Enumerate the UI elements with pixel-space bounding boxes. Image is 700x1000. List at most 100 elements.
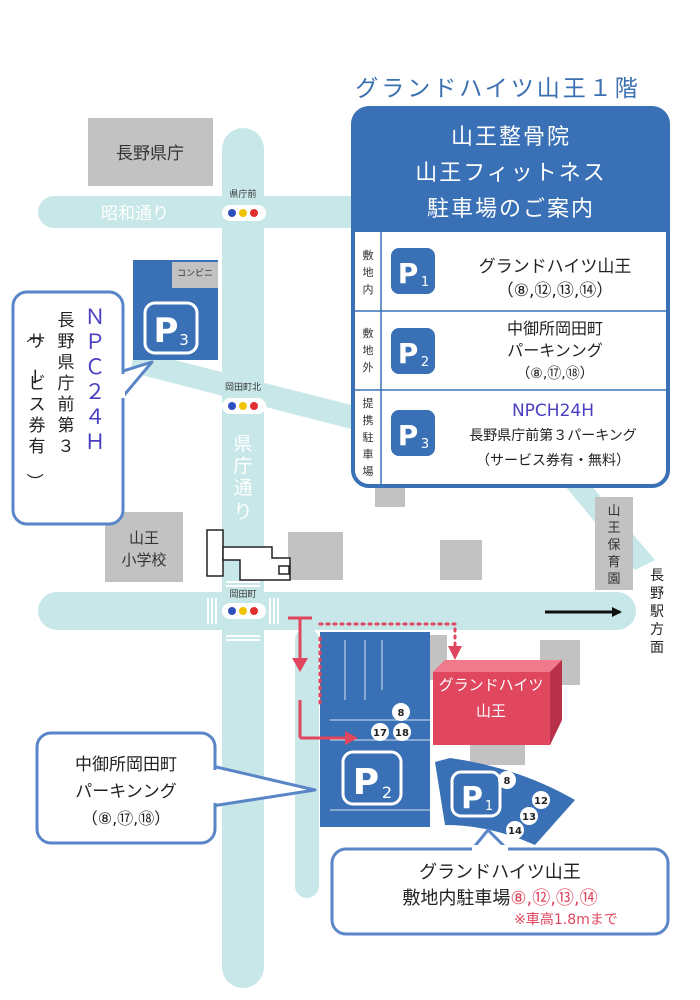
school-label: 小学校 bbox=[121, 551, 166, 569]
callout-nakagosho-line: パーキンング bbox=[75, 782, 177, 802]
vertical-char: ４ bbox=[85, 405, 106, 429]
callout-npc-line: （サービス券有） bbox=[24, 326, 46, 490]
info-title-line: 駐車場のご案内 bbox=[427, 197, 595, 222]
school-label: 山王 bbox=[129, 529, 159, 547]
callout-npc-line: ＮＰＣ２４Ｈ bbox=[85, 305, 106, 454]
grand-heights-building bbox=[433, 660, 562, 745]
row-name: （⑧,⑰,⑱） bbox=[516, 366, 593, 382]
svg-text:面: 面 bbox=[650, 640, 664, 656]
showa-dori-road bbox=[38, 196, 378, 228]
vertical-char: 有 bbox=[29, 437, 46, 457]
signal-okadamachi-kita-label: 岡田町北 bbox=[225, 382, 261, 393]
svg-text:保: 保 bbox=[607, 538, 620, 553]
info-title-line: 山王整骨院 bbox=[451, 125, 571, 150]
svg-text:地: 地 bbox=[363, 266, 374, 279]
callout-npc-line: 長野県庁前第３ bbox=[58, 311, 75, 457]
svg-text:3: 3 bbox=[179, 331, 189, 349]
signal-okadamachi-label: 岡田町 bbox=[229, 589, 256, 600]
svg-text:外: 外 bbox=[363, 361, 374, 374]
p2-badge: P 2 bbox=[391, 328, 435, 374]
svg-text:方: 方 bbox=[650, 622, 664, 638]
kencho-dori-char: り bbox=[233, 501, 252, 523]
svg-text:P: P bbox=[154, 311, 179, 351]
kencho-dori-char: 通 bbox=[233, 477, 252, 499]
nursery-label: 山 王 保 育 園 bbox=[607, 504, 620, 587]
vertical-char: 前 bbox=[58, 395, 75, 415]
okadamachi-road bbox=[38, 592, 636, 630]
svg-text:敷: 敷 bbox=[363, 326, 374, 340]
kencho-dori-char: 庁 bbox=[233, 455, 252, 477]
svg-text:1: 1 bbox=[485, 799, 493, 814]
svg-text:提: 提 bbox=[363, 397, 374, 410]
info-title-line: 山王フィットネス bbox=[415, 161, 607, 186]
svg-text:P: P bbox=[353, 762, 379, 803]
row-name-npc: NPCH24H bbox=[512, 401, 594, 421]
vertical-char: Ｈ bbox=[85, 430, 106, 454]
school-outline bbox=[206, 529, 291, 581]
callout-grand-title: グランドハイツ山王 bbox=[419, 862, 581, 883]
vertical-char: サ bbox=[29, 332, 46, 352]
prefectural-office-building bbox=[88, 118, 213, 186]
space-number: 12 bbox=[534, 796, 548, 807]
route-to-p2 bbox=[288, 616, 358, 745]
info-row-p1: 敷 地 内 P 1 グランドハイツ山王 （⑧,⑫,⑬,⑭） bbox=[363, 248, 632, 301]
vertical-char: ２ bbox=[85, 380, 106, 404]
prefectural-office-label: 長野県庁 bbox=[116, 144, 184, 164]
row-name: 中御所岡田町 bbox=[507, 319, 603, 338]
svg-text:P: P bbox=[398, 257, 419, 290]
svg-text:P: P bbox=[398, 337, 419, 370]
callout-npc bbox=[11, 290, 154, 526]
signal-okadamachi bbox=[222, 603, 266, 619]
svg-text:3: 3 bbox=[421, 437, 429, 452]
space-number: 17 bbox=[373, 728, 387, 739]
vertical-char: 第 bbox=[58, 416, 75, 436]
p3-map-badge: P 3 bbox=[143, 301, 199, 355]
grand-heights-label: 山王 bbox=[476, 702, 506, 720]
vertical-char: ー bbox=[24, 368, 44, 385]
space-number: 8 bbox=[398, 708, 405, 719]
signal-okadamachi-kita bbox=[222, 398, 266, 414]
vertical-char: 庁 bbox=[58, 374, 75, 394]
school-building bbox=[105, 512, 183, 582]
row-category: 敷 地 内 bbox=[363, 248, 374, 296]
side-street bbox=[295, 628, 319, 898]
row-name: グランドハイツ山王 bbox=[479, 257, 632, 277]
callout-grand-note: ※車高1.8mまで bbox=[514, 911, 618, 928]
school-annex-building bbox=[288, 532, 343, 580]
vertical-char: 券 bbox=[29, 416, 46, 436]
signal-kenchomae-label: 県庁前 bbox=[229, 188, 256, 200]
row-category: 提 携 駐 車 場 bbox=[363, 397, 374, 478]
svg-text:地: 地 bbox=[363, 344, 374, 357]
crosswalk bbox=[207, 581, 279, 641]
callout-grand-prefix: 敷地内駐車場 bbox=[402, 888, 510, 909]
svg-text:2: 2 bbox=[421, 355, 429, 370]
vertical-char: Ｃ bbox=[85, 355, 106, 379]
info-panel bbox=[351, 106, 670, 488]
svg-text:野: 野 bbox=[650, 586, 664, 602]
callout-nakagosho bbox=[35, 731, 317, 845]
convenience-store-label: コンビニ bbox=[177, 268, 213, 279]
p1-badge: P 1 bbox=[391, 248, 435, 294]
callout-grand-numbers: ⑧,⑫,⑬,⑭ bbox=[510, 888, 597, 909]
p2-space-markers: 8 17 18 bbox=[371, 703, 411, 741]
callout-nakagosho-line: 中御所岡田町 bbox=[75, 755, 177, 775]
callout-grand-line2: 敷地内駐車場⑧,⑫,⑬,⑭ bbox=[402, 888, 597, 909]
row-name: （⑧,⑫,⑬,⑭） bbox=[497, 281, 613, 301]
vertical-char: 野 bbox=[58, 332, 75, 352]
info-row-p3: 提 携 駐 車 場 P 3 NPCH24H 長野県庁前第３パーキング （サービス… bbox=[363, 397, 637, 478]
info-row-p2: 敷 地 外 P 2 中御所岡田町 パーキンング （⑧,⑰,⑱） bbox=[363, 319, 604, 382]
row-name: 長野県庁前第３パーキング bbox=[469, 427, 637, 444]
svg-text:車: 車 bbox=[363, 447, 374, 461]
callout-npc-text: ＮＰＣ２４Ｈ 長野県庁前第３ （サービス券有） bbox=[24, 305, 106, 490]
vertical-char: ） bbox=[24, 473, 44, 490]
route-to-p1-arrowhead bbox=[448, 646, 462, 660]
svg-text:1: 1 bbox=[421, 275, 429, 290]
svg-text:駐: 駐 bbox=[363, 430, 374, 444]
vertical-char: Ｎ bbox=[85, 305, 106, 329]
vertical-char: 県 bbox=[58, 353, 75, 373]
vertical-char: 長 bbox=[58, 311, 75, 331]
signal-kenchomae bbox=[222, 205, 266, 221]
vertical-char: Ｐ bbox=[85, 330, 106, 354]
callout-nakagosho-line: （⑧,⑰,⑱） bbox=[82, 809, 171, 828]
